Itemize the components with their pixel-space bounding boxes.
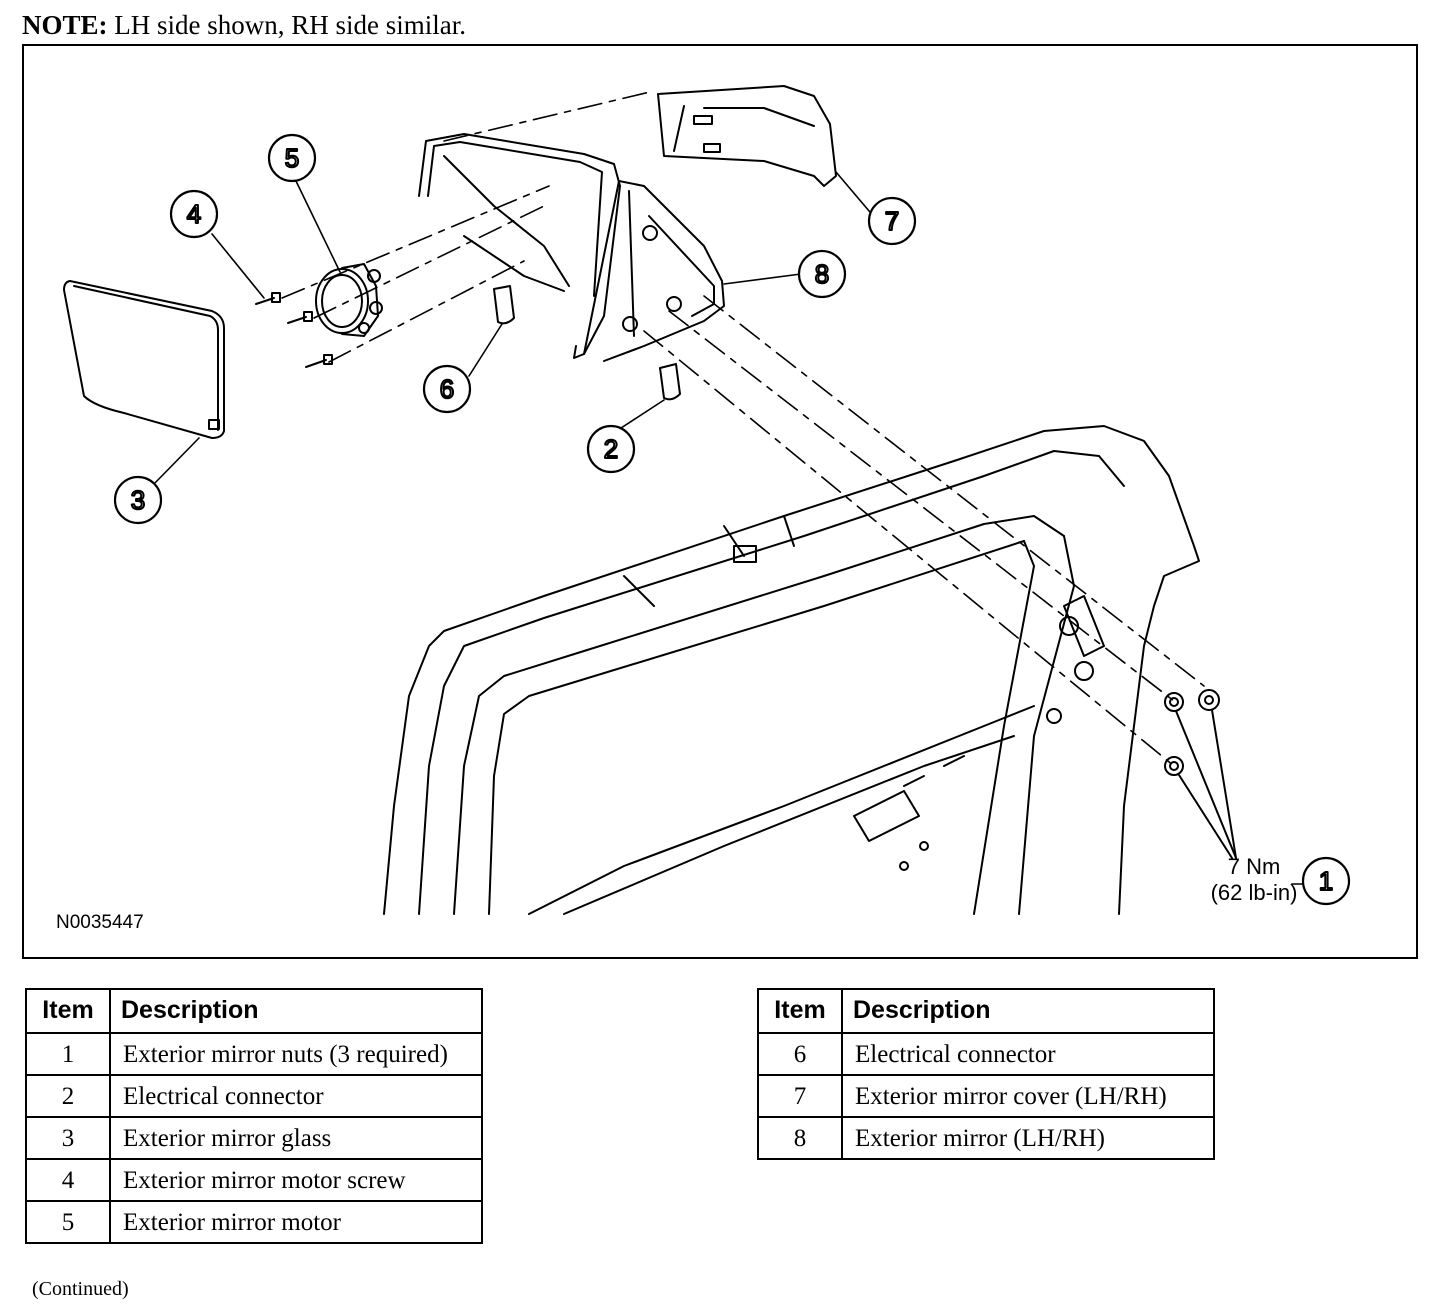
mirror-nuts-part — [1164, 689, 1237, 859]
callout-4: 4 — [169, 189, 219, 239]
item-description: Exterior mirror (LH/RH) — [841, 1116, 1215, 1160]
item-header: Item — [25, 988, 111, 1034]
diagram-drawing: 4 5 7 8 6 2 3 1 — [63, 85, 1351, 915]
svg-text:8: 8 — [815, 259, 829, 289]
item-description: Electrical connector — [841, 1032, 1215, 1076]
torque-spec: 7 Nm (62 lb-in) — [1184, 854, 1324, 906]
item-number: 4 — [25, 1158, 111, 1202]
item-number: 6 — [757, 1032, 843, 1076]
item-number: 3 — [25, 1116, 111, 1160]
connector-six-part — [493, 285, 515, 325]
mirror-motor-part — [315, 263, 383, 337]
item-description: Exterior mirror nuts (3 required) — [109, 1032, 483, 1076]
item-description: Exterior mirror cover (LH/RH) — [841, 1074, 1215, 1118]
item-header: Item — [757, 988, 843, 1034]
svg-text:5: 5 — [285, 143, 299, 173]
mirror-housing-part — [418, 133, 725, 362]
callout-8: 8 — [797, 249, 847, 299]
description-header: Description — [109, 988, 483, 1034]
leader-lines — [151, 171, 1309, 885]
item-description: Electrical connector — [109, 1074, 483, 1118]
mirror-cover-part — [657, 85, 837, 187]
item-description: Exterior mirror motor screw — [109, 1158, 483, 1202]
item-number: 8 — [757, 1116, 843, 1160]
table-header-row: Item Description — [25, 988, 483, 1034]
svg-text:2: 2 — [604, 434, 618, 464]
item-number: 2 — [25, 1074, 111, 1118]
exploded-diagram: 4 5 7 8 6 2 3 1 7 Nm (62 lb-in) N0035447 — [22, 44, 1418, 959]
svg-text:4: 4 — [187, 199, 201, 229]
figure-id: N0035447 — [56, 912, 144, 933]
callout-2: 2 — [586, 424, 636, 474]
svg-text:6: 6 — [440, 374, 454, 404]
mirror-glass-part — [63, 280, 225, 439]
callout-1: 1 — [1301, 856, 1351, 906]
table-header-row: Item Description — [757, 988, 1215, 1034]
door-frame-part — [383, 425, 1200, 915]
callout-7: 7 — [867, 196, 917, 246]
callout-3: 3 — [113, 475, 163, 525]
continued-note: (Continued) — [32, 1278, 129, 1300]
callout-6: 6 — [422, 364, 472, 414]
item-description: Exterior mirror glass — [109, 1116, 483, 1160]
torque-metric: 7 Nm — [1227, 854, 1281, 879]
svg-text:7: 7 — [885, 206, 899, 236]
connector-two-part — [659, 363, 681, 401]
item-description: Exterior mirror motor — [109, 1200, 483, 1244]
svg-text:3: 3 — [131, 485, 145, 515]
description-header: Description — [841, 988, 1215, 1034]
motor-screws-part — [255, 292, 333, 368]
note-text: LH side shown, RH side similar. — [114, 10, 467, 40]
note: NOTE: LH side shown, RH side similar. — [22, 8, 466, 42]
callout-5: 5 — [267, 133, 317, 183]
note-label: NOTE: — [22, 10, 108, 40]
svg-text:1: 1 — [1319, 866, 1333, 896]
item-number: 5 — [25, 1200, 111, 1244]
item-number: 1 — [25, 1032, 111, 1076]
alignment-lines — [281, 90, 1205, 767]
torque-imperial: (62 lb-in) — [1210, 880, 1298, 905]
item-number: 7 — [757, 1074, 843, 1118]
